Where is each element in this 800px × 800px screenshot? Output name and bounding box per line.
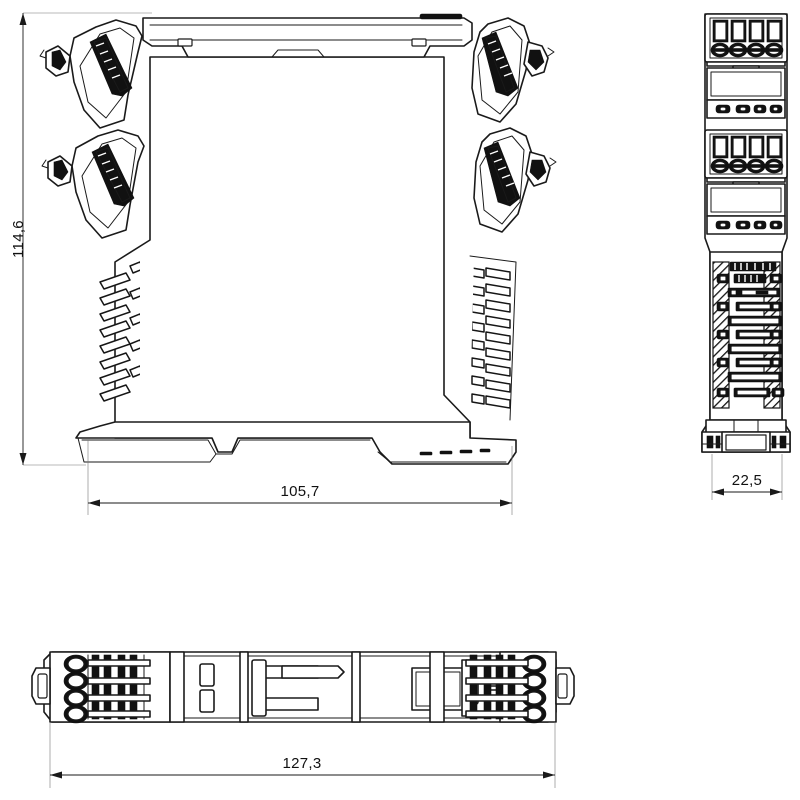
- top-cover: [142, 13, 473, 58]
- dimension-depth: 105,7: [87, 440, 513, 515]
- dimension-depth-label: 105,7: [280, 483, 319, 500]
- dimension-height: 114,6: [10, 12, 152, 466]
- label-rows: [716, 261, 785, 398]
- terminal-screws-lower: [710, 158, 784, 174]
- right-ventilation-grille: [469, 255, 517, 421]
- top-view: [31, 651, 575, 724]
- terminal-slots-lower: [712, 135, 783, 159]
- bottom-din-rail-foot: [75, 421, 517, 465]
- lower-right-connector: [473, 127, 557, 233]
- upper-left-connector: [39, 19, 143, 129]
- dimension-length-label: 127,3: [282, 755, 321, 772]
- side-view: [701, 13, 791, 453]
- lower-left-connector: [41, 129, 145, 239]
- right-terminal-screws: [521, 654, 547, 724]
- left-slot-details: [199, 651, 319, 723]
- terminal-screws-upper: [710, 42, 784, 58]
- dimension-width-label: 22,5: [732, 472, 762, 489]
- cover-tab-left: [177, 38, 193, 47]
- right-terminal-block: [429, 651, 575, 724]
- terminal-slots-upper: [712, 19, 783, 43]
- din-rail-clip: [701, 419, 791, 453]
- dimension-width: 22,5: [711, 454, 783, 500]
- dimension-length: 127,3: [49, 722, 556, 788]
- lower-terminal-block: [704, 129, 788, 235]
- upper-terminal-block: [704, 13, 788, 119]
- dimension-height-label: 114,6: [10, 220, 27, 258]
- upper-right-connector: [471, 17, 555, 123]
- cover-tab-right: [411, 38, 427, 47]
- front-view: [39, 13, 557, 465]
- left-ventilation-grille: [99, 261, 140, 402]
- top-slot: [419, 13, 463, 20]
- left-terminal-screws: [63, 654, 89, 724]
- front-view-body: [114, 56, 471, 439]
- front-face-panel: [709, 251, 785, 421]
- left-terminal-block: [31, 651, 185, 724]
